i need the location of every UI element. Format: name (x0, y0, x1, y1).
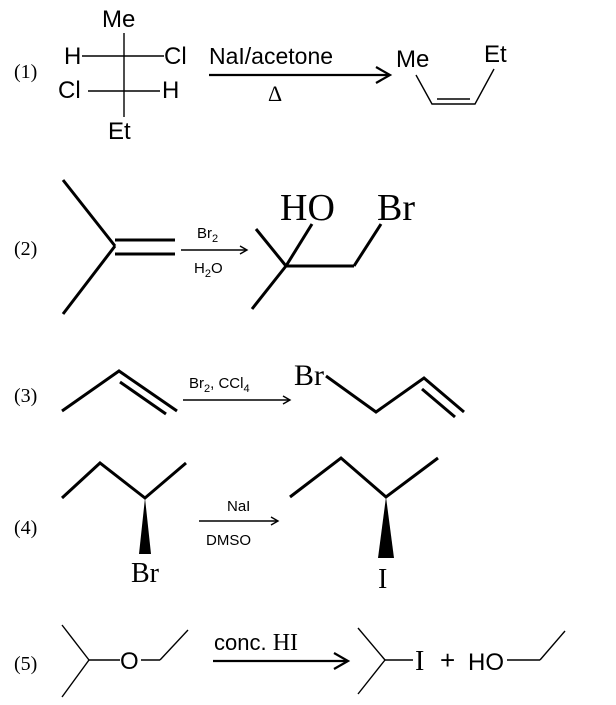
reaction-1-reagent: NaI/acetone (209, 43, 333, 69)
reactant-5-bond (61, 659, 90, 698)
product-3-br-label: Br (294, 359, 324, 392)
reaction-2-reagent-above: Br2 (197, 225, 218, 245)
reactant-2-bond (61, 245, 117, 315)
reactant-5-bond (159, 629, 189, 661)
reactant-3-skeleton (61, 369, 178, 413)
reactant-2-isobutylene (61, 179, 175, 315)
product-1-cis-alkene: Me Et (396, 41, 507, 105)
reaction-5-number: (5) (14, 653, 37, 675)
reaction-2-number: (2) (14, 238, 37, 260)
reaction-1-arrowhead (375, 66, 393, 84)
reactant-4-wedge-bond (139, 498, 151, 554)
product-4-i-label: I (378, 564, 387, 595)
reactant-4-br-label: Br (131, 558, 160, 589)
reaction-3-arrowhead (282, 395, 292, 405)
product-5-ethanol: HO (468, 630, 566, 676)
product-3-allyl-bromide: Br (294, 359, 465, 419)
reaction-5: (5) O conc. HI I + HO (14, 624, 566, 698)
reaction-3: (3) Br2, CCl4 Br (14, 359, 465, 419)
product-2-bond (352, 223, 383, 267)
product-5-bond (357, 659, 386, 695)
reaction-1-condition: Δ (268, 81, 282, 106)
fischer-projection: Me H Cl Cl H Et (58, 6, 187, 145)
reaction-1-number: (1) (14, 61, 37, 83)
product-3-skeleton (325, 374, 465, 414)
reactant-5-ether: O (61, 624, 189, 698)
product-5-bond (357, 627, 386, 661)
product-3-double-bond (421, 387, 456, 419)
reaction-5-reagent-above: conc. HI (214, 630, 298, 656)
fischer-right-bottom-label: H (162, 77, 179, 104)
product-2-bond (254, 228, 288, 267)
product-2-br-label: Br (377, 187, 415, 229)
reaction-3-reagent-above: Br2, CCl4 (189, 375, 250, 395)
product-1-skeleton (415, 68, 495, 105)
product-4-skeleton (289, 456, 439, 499)
reactant-2-bond (61, 179, 117, 247)
reaction-4-reagent-below: DMSO (206, 532, 251, 549)
reaction-4-number: (4) (14, 517, 37, 539)
product-2-bond (250, 265, 288, 310)
product-1-right-label: Et (484, 41, 507, 68)
reaction-3-number: (3) (14, 385, 37, 407)
reaction-4-reagent-above: NaI (227, 498, 250, 515)
fischer-top-label: Me (102, 6, 135, 33)
fischer-left-top-label: H (64, 43, 81, 70)
product-4-wedge-bond (378, 497, 394, 558)
reactant-3-double-bond (119, 380, 167, 416)
reaction-2-reagent-below: H2O (194, 260, 223, 280)
plus-sign: + (440, 645, 455, 675)
reactant-4-bromobutane: Br (60, 461, 187, 589)
fischer-left-bottom-label: Cl (58, 77, 81, 104)
product-5-i-label: I (415, 646, 424, 677)
product-2-bromohydrin: HO Br (250, 187, 415, 310)
reaction-4-arrowhead (270, 516, 280, 526)
reaction-4: (4) Br NaI DMSO I (14, 456, 439, 595)
fischer-right-top-label: Cl (164, 43, 187, 70)
product-5-ho-label: HO (468, 649, 504, 676)
product-2-ho-label: HO (280, 187, 335, 229)
reactant-3-propene (61, 369, 178, 416)
product-1-left-label: Me (396, 46, 429, 73)
fischer-bottom-label: Et (108, 118, 131, 145)
product-4-iodobutane: I (289, 456, 439, 595)
reaction-1: (1) Me H Cl Cl H Et NaI/acetone Δ Me Et (14, 6, 507, 145)
product-5-bond (539, 630, 566, 661)
reactant-5-bond (61, 624, 90, 661)
reaction-2-arrowhead (239, 245, 249, 255)
product-5-isopropyl-iodide: I (357, 627, 424, 695)
reactant-5-o-label: O (120, 648, 139, 675)
reaction-5-arrowhead (333, 652, 351, 670)
reactant-4-skeleton (60, 461, 187, 500)
reaction-2: (2) Br2 H2O HO Br (14, 179, 415, 315)
product-2-bond (284, 223, 314, 267)
